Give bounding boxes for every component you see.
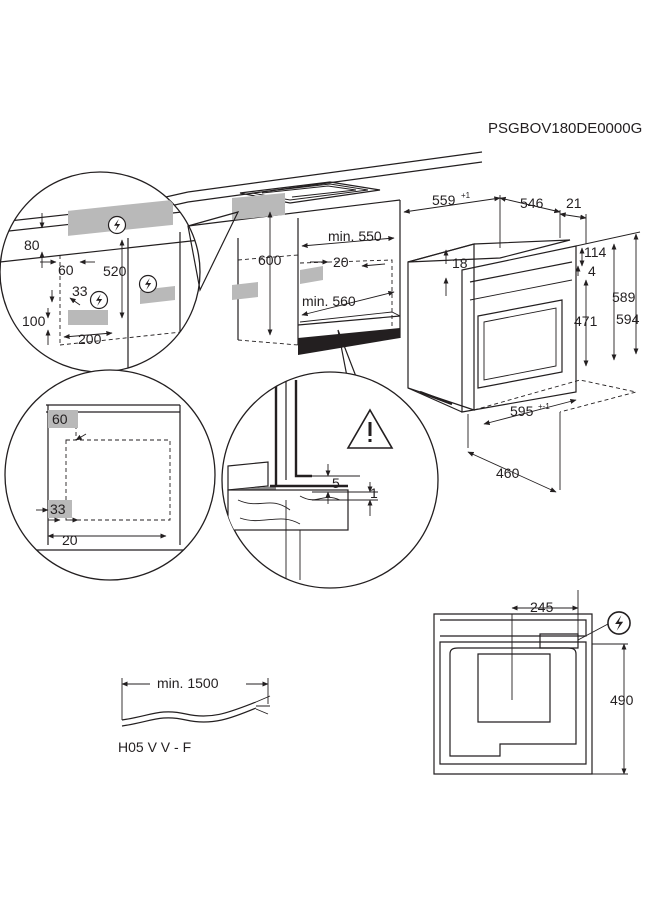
power-cable: min. 1500 H05 V V - F — [118, 674, 271, 755]
oven-height-inner: 471 — [574, 313, 598, 329]
cable-length: min. 1500 — [157, 675, 219, 691]
cable-zone-wall-lower — [68, 310, 108, 325]
cable-zone-cabinet — [300, 266, 323, 284]
cable-zone-left — [232, 282, 258, 300]
model-code: PSGBOV180DE0000G — [488, 120, 642, 137]
detail-front-circle: 60 33 20 — [4, 369, 216, 581]
front-dim-33: 33 — [50, 501, 66, 517]
wall-dim-80: 80 — [24, 237, 40, 253]
wood-shelf — [227, 489, 349, 531]
wall-dim-200: 200 — [78, 331, 102, 347]
oven-width-tol: +1 — [461, 191, 471, 200]
electrical-connection-icon — [607, 611, 631, 635]
detail-section-circle: 5 1 — [221, 329, 439, 589]
oven-width: 559 — [432, 192, 456, 208]
niche-gap: 20 — [333, 254, 349, 270]
electrical-connection-icon — [107, 215, 127, 235]
cable-zone-top — [232, 193, 285, 220]
back-dim-245: 245 — [530, 599, 554, 615]
oven-back-view: 245 490 — [433, 590, 634, 775]
section-dim-1: 1 — [370, 485, 378, 501]
cable-zone-front-top — [48, 410, 78, 428]
cabinet-perspective: 600 min. 550 20 min. 560 — [19, 151, 483, 355]
wall-dim-60: 60 — [58, 262, 74, 278]
oven-dim-114: 114 — [584, 244, 607, 260]
section-dim-5: 5 — [332, 475, 340, 491]
plinth-vent — [298, 328, 400, 355]
back-dim-490: 490 — [610, 692, 634, 708]
oven-height-body: 589 — [612, 289, 636, 305]
oven-side-depth: 460 — [496, 465, 520, 481]
oven-isometric: 559 +1 546 21 18 114 4 471 589 594 595 +… — [403, 191, 641, 493]
oven-dim-4: 4 — [588, 263, 596, 279]
front-dim-20: 20 — [62, 532, 78, 548]
niche-height: 600 — [258, 252, 282, 268]
oven-height-front: 594 — [616, 311, 640, 327]
oven-top-offset: 18 — [452, 255, 468, 271]
oven-front-width: 595 — [510, 403, 534, 419]
oven-front-width-tol: +-1 — [538, 402, 550, 411]
wall-dim-520: 520 — [103, 263, 127, 279]
detail-wall-circle: 80 60 520 33 100 200 — [0, 171, 240, 373]
wall-dim-33: 33 — [72, 283, 88, 299]
electrical-connection-icon — [89, 290, 109, 310]
front-dim-60: 60 — [52, 411, 68, 427]
wall-dim-100: 100 — [22, 313, 46, 329]
cable-type: H05 V V - F — [118, 739, 191, 755]
niche-min-width: min. 550 — [328, 228, 382, 244]
oven-door-depth: 21 — [566, 195, 582, 211]
electrical-connection-icon — [138, 274, 158, 294]
cable-zone-front-bottom — [48, 500, 72, 518]
niche-min-depth: min. 560 — [302, 293, 356, 309]
warning-triangle-icon — [346, 408, 394, 449]
oven-depth: 546 — [520, 195, 544, 211]
